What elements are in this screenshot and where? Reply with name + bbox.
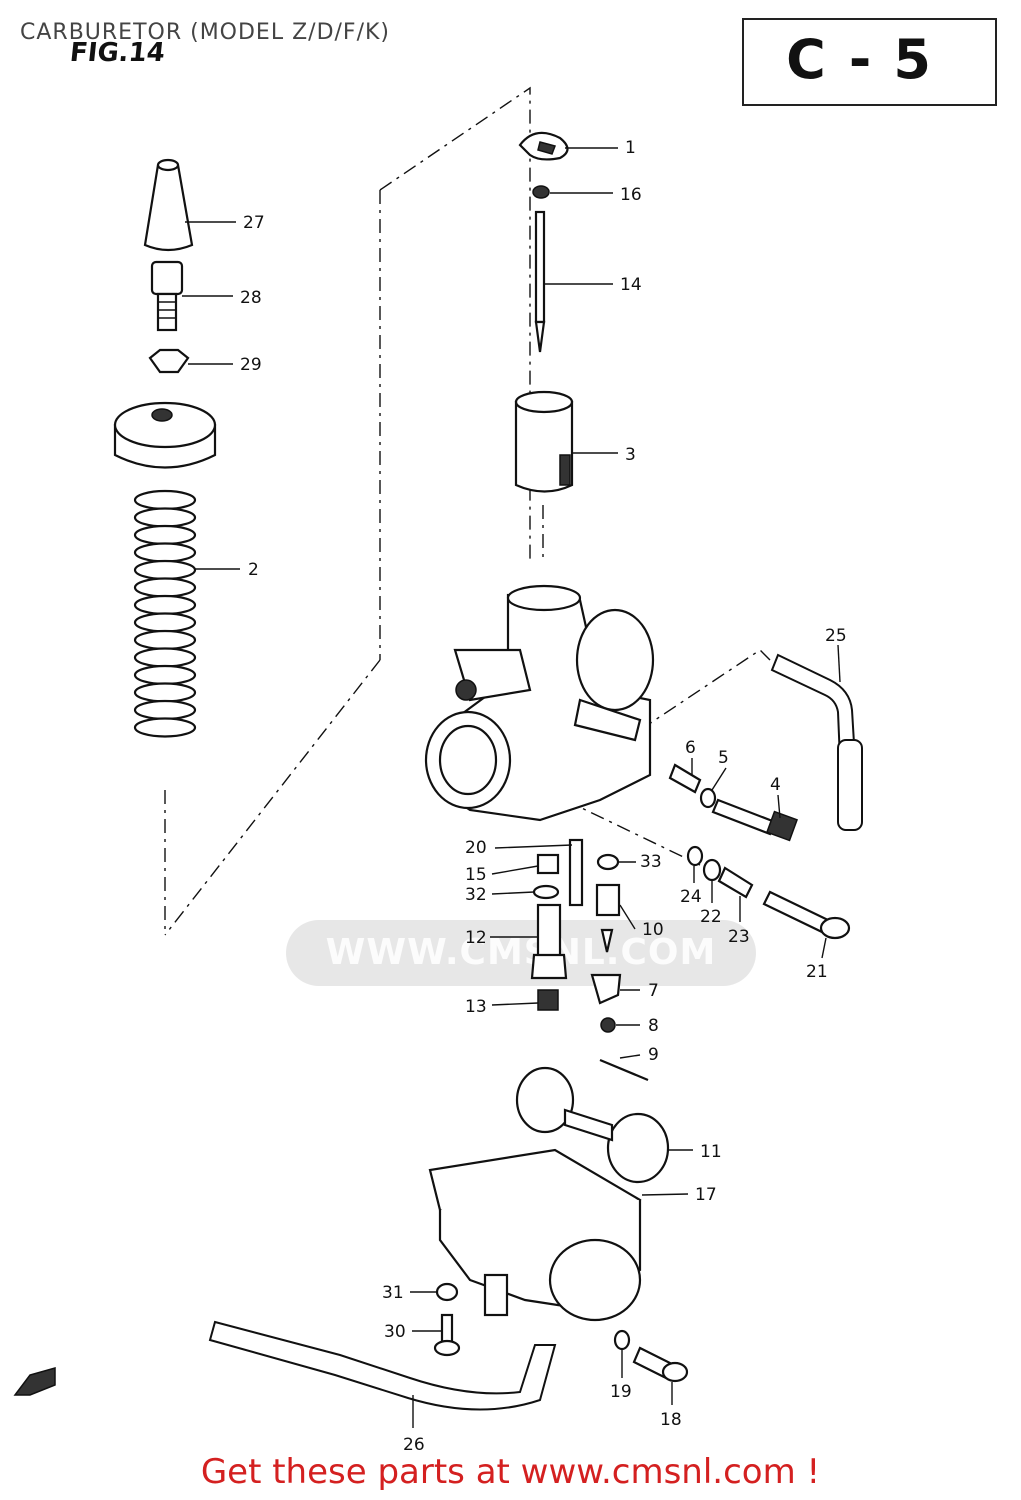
spring-coil [133, 489, 197, 511]
callout-number-28: 28 [240, 288, 262, 308]
callout-number-12: 12 [465, 928, 487, 948]
pilot-screw-parts [668, 763, 798, 842]
callout-number-29: 29 [240, 355, 262, 375]
float-chamber-part-17 [428, 1148, 642, 1322]
callout-number-1: 1 [625, 138, 636, 158]
callout-leader-line [494, 844, 573, 849]
jet-parts [530, 838, 620, 1011]
callout-number-15: 15 [465, 865, 487, 885]
callout-number-8: 8 [648, 1016, 659, 1036]
drain-screw-parts [433, 1282, 689, 1383]
float-part-11 [515, 1066, 670, 1184]
callout-leader-line [491, 865, 539, 875]
callout-number-14: 14 [620, 275, 642, 295]
callout-number-20: 20 [465, 838, 487, 858]
spring-coil [133, 664, 197, 686]
float-pin-part-9 [599, 1058, 649, 1082]
watermark-text: WWW.CMSNL.COM [325, 932, 717, 973]
spring-coil [133, 647, 197, 668]
callout-number-13: 13 [465, 997, 487, 1017]
spring-coil [133, 612, 197, 633]
clip-part-1 [518, 131, 569, 161]
callout-leader-line [491, 1002, 539, 1006]
callout-number-11: 11 [700, 1142, 722, 1162]
overflow-tube-part-26 [208, 1320, 557, 1411]
idle-screw-parts [686, 845, 851, 940]
spring-coil [133, 524, 197, 546]
callout-number-26: 26 [403, 1435, 425, 1455]
spring-coil [133, 594, 197, 616]
spring-coil [133, 559, 197, 581]
callout-number-10: 10 [642, 920, 664, 940]
spring-coil [133, 629, 197, 651]
locknut-part-29 [148, 348, 190, 374]
spring-coil [133, 577, 197, 598]
callout-number-33: 33 [640, 852, 662, 872]
callout-number-4: 4 [770, 775, 781, 795]
callout-number-3: 3 [625, 445, 636, 465]
callout-leader-line [711, 767, 727, 791]
forward-arrow-icon [13, 1367, 56, 1396]
callout-number-27: 27 [243, 213, 265, 233]
callout-leader-line [837, 644, 841, 683]
page-title: CARBURETOR (MODEL Z/D/F/K) [20, 20, 390, 45]
footer-link[interactable]: Get these parts at www.cmsnl.com ! [200, 1452, 821, 1492]
callout-number-2: 2 [248, 560, 259, 580]
callout-number-5: 5 [718, 748, 729, 768]
callout-number-7: 7 [648, 981, 659, 1001]
callout-number-32: 32 [465, 885, 487, 905]
spring-coil [133, 717, 197, 738]
throttle-valve-part-3 [514, 390, 574, 493]
jet-needle-part-14 [534, 210, 546, 353]
callout-leader-line [619, 904, 636, 930]
carburetor-body [424, 584, 655, 822]
callout-number-9: 9 [648, 1045, 659, 1065]
page-code: C-5 [786, 28, 953, 91]
callout-number-31: 31 [382, 1283, 404, 1303]
mixing-chamber-top [113, 401, 217, 469]
callout-leader-line [619, 1054, 641, 1059]
callout-number-17: 17 [695, 1185, 717, 1205]
callout-number-18: 18 [660, 1410, 682, 1430]
callout-number-22: 22 [700, 907, 722, 927]
callout-number-30: 30 [384, 1322, 406, 1342]
cable-cap-part-27 [143, 163, 194, 252]
callout-number-21: 21 [806, 962, 828, 982]
callout-number-25: 25 [825, 626, 847, 646]
needle-clip-part-16 [532, 185, 550, 199]
callout-number-23: 23 [728, 927, 750, 947]
page-code-box: C-5 [742, 18, 997, 106]
needle-valve-parts [590, 883, 622, 1033]
spring-coil [133, 699, 197, 721]
cable-adjuster-part-28 [150, 260, 184, 332]
callout-number-19: 19 [610, 1382, 632, 1402]
callout-leader-line [641, 1193, 689, 1196]
callout-leader-line [821, 937, 827, 959]
watermark: WWW.CMSNL.COM [286, 920, 756, 986]
callout-number-6: 6 [685, 738, 696, 758]
callout-number-16: 16 [620, 185, 642, 205]
callout-number-24: 24 [680, 887, 702, 907]
spring-coil [133, 507, 197, 528]
spring-coil [133, 542, 197, 563]
throttle-spring-part-2 [133, 489, 197, 738]
callout-leader-line [777, 794, 781, 819]
spring-coil [133, 682, 197, 703]
callout-leader-line [491, 891, 535, 895]
